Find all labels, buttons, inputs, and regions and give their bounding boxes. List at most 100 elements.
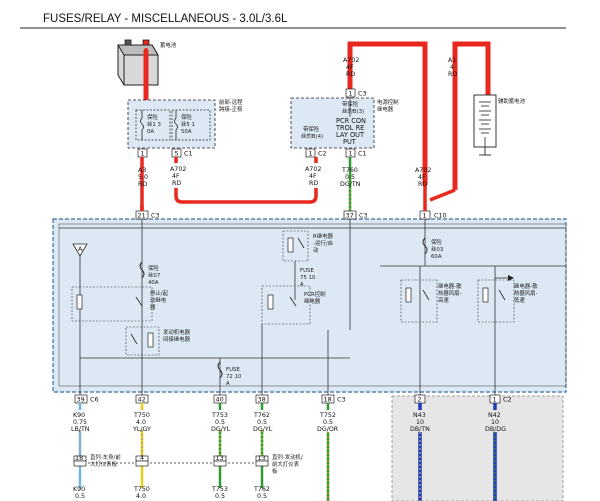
pcr-top-conn: C3 [358,90,367,98]
module-pin-38-label: 38 [258,396,266,404]
wire-lower-k90-code: K90 [73,486,85,493]
pcr-inner2-1: 带保险 [303,125,320,133]
wire-a3-color: RD [138,181,147,188]
wire-lower-t750-code: T750 [133,486,150,493]
fan-relay-low-label-3: 低速 [514,296,525,304]
inline-conn-18-label: 18 [75,454,83,462]
wire-t752-code: T752 [319,412,336,419]
starter-relay-coil [76,294,83,310]
fan-relay-low-label-1: 继电器-散 [514,282,538,290]
wire-aux-battery [452,41,491,190]
module-pin-42-label: 42 [138,396,146,404]
fan-relay-high-label-1: 继电器-散 [438,282,462,290]
battery-label: 蓄电池 [160,41,177,49]
module-pin-39-label: 39 [77,396,85,404]
fuse-07-label-1: 保险 [148,264,159,272]
wire-lower-t762-gauge: 0.5 [257,493,267,500]
wire-a3-gauge: 5.0 [138,174,148,181]
wire-k90-color: LB/TN [71,426,90,433]
module-pin-39-conn: C6 [90,396,99,404]
aux-battery-icon [479,101,491,147]
power-distribution-module [52,218,567,393]
r-relay-switch [297,237,305,249]
fuse-13-label-3: 0A [147,129,154,135]
r-relay-label-3: 动 [313,247,319,254]
starter-relay-box [71,286,153,322]
arrow-right-icon [508,275,514,281]
module-inner-border [58,223,567,387]
module-pin-21-conn: C3 [151,212,160,220]
module-pin-21-label: 21 [138,212,146,220]
fuse-75-label-3: A [300,282,304,288]
wire-t750-code: T750 [133,412,150,419]
inline-conn-13b-desc-2: 前大灯仪表 [272,460,300,468]
wire-t750-color: YL/GY [132,426,151,433]
fuse-13-label-1: 保险 [147,113,158,121]
pcr-out-4: PUT [343,138,357,146]
wire-t762-code: T762 [253,412,270,419]
module-pin-1-c10-conn: C10 [434,212,447,220]
pcr-top-pin [345,88,356,98]
pcr-out-1: PCR CON [336,117,366,125]
remote-jumper-pin-5-label: 5 [175,150,179,158]
pcr-out-3: LAY OUT [336,131,365,139]
inline-conn-13b-label: 13 [258,454,266,462]
r-relay-label-1: R继电器 [313,232,334,240]
starter-relay-label-2: 动继电 [150,296,167,304]
module-pin-37-conn: C3 [359,212,368,220]
fuse-72-symbol [217,361,223,379]
r-relay-box [282,230,309,262]
wire-t760-code: T760 [341,167,358,174]
module-pin-1-c10-label: 1 [423,212,427,220]
starter-relay-switch [135,296,143,307]
engine-relay-coil [147,332,154,348]
module-pin-18-label: 18 [324,396,332,404]
fuse-13-label-2: 丝1 3 [147,120,161,128]
pcr-pin-c1-label: 1 [349,150,353,158]
fuse-51-label-3: 50A [181,129,192,135]
remote-jumper-title-1: 前部-远程 [219,98,243,106]
fan-relay-high-label-3: 高速 [438,296,449,304]
engine-relay-switch [130,333,138,345]
inline-conn-4-label: 4 [140,454,144,462]
wire-t752-color: DG/OR [317,426,339,433]
fan-relay-low-switch [498,289,506,301]
fan-relay-high-coil [405,287,412,303]
wire-a702-left-gauge: 4F [172,173,180,180]
wire-a3-code: A3 [138,167,146,174]
fan-relay-low-box [477,279,515,323]
wire-top-right-color: RD [448,71,457,78]
wire-a702-right-color: RD [418,181,427,188]
wire-a702-pcr-color: RD [309,180,318,187]
ground-triangle-icon [72,243,88,257]
module-pin-18-conn: C3 [337,396,346,404]
pcr-pin-c2-label: 1 [309,150,313,158]
inline-conn-4-bot [135,460,149,467]
remote-jumper-title-2: 跨接-正极 [219,105,243,113]
inline-conn-18-bot [73,460,87,467]
inline-conn-13a-bot [213,460,227,467]
wire-n43-color: DB/TN [410,426,430,433]
pcr-inner1-2: 丝的B(3) [342,107,364,115]
remote-jumper-pin-1-label: 1 [141,150,145,158]
wire-a702-left-code: A702 [170,166,186,173]
wire-t762-color: DG/YL [253,426,273,433]
fuse-72-label-2: 72 10 [226,374,242,380]
wire-lower-k90-gauge: 0.5 [75,493,85,500]
wire-lower-t753-gauge: 0.5 [215,493,225,500]
ground-a-label: A [78,245,83,253]
wire-t760-gauge: 0.5 [345,174,355,181]
pcr-inner2-2: 丝的B(4) [301,132,323,140]
pcr-relay-label-2: 继电器 [304,297,321,305]
r-relay-label-2: -运行/启 [313,239,333,247]
inline-conn-13b-bot [255,460,269,467]
wire-t752-gauge: 0.5 [323,419,333,426]
fuse-03-label-2: 丝03 [431,245,443,253]
fan-relay-high-switch [422,289,430,301]
aux-battery-label: 辅助蓄电池 [498,97,526,105]
wire-top-left-gauge: 4F [346,64,354,71]
pcr-top-pin-label: 1 [349,90,353,98]
wire-t753-gauge: 0.5 [215,419,225,426]
fan-relay-low-label-2: 热器风扇- [514,289,538,297]
